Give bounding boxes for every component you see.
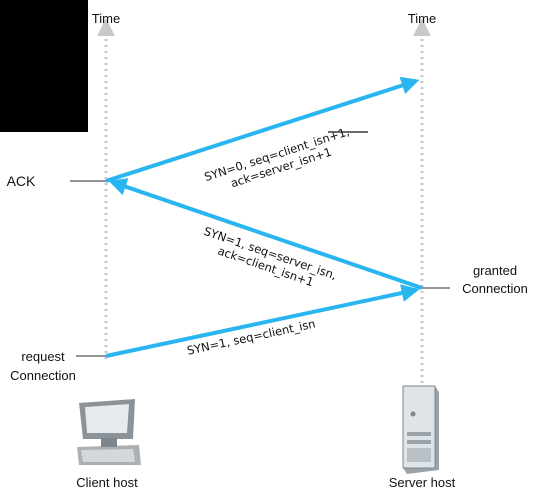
connection-granted-label-line1: Connection [462, 281, 528, 296]
client-host-label: Client host [76, 475, 138, 489]
client-time-label: Time [92, 11, 120, 26]
connection-request-label-line2: request [21, 349, 65, 364]
syn-arrow [105, 284, 420, 358]
connection-request-label-line1: Connection [10, 368, 76, 383]
server-tower-icon [402, 385, 439, 474]
connection-granted-label-line2: granted [473, 263, 517, 278]
desktop-computer-icon [77, 399, 141, 465]
ack-label: ACK [7, 173, 36, 189]
server-time-label: Time [408, 11, 436, 26]
ack-arrow [105, 76, 420, 183]
syn-ack-arrow [108, 178, 423, 290]
server-host-label: Server host [389, 475, 456, 489]
